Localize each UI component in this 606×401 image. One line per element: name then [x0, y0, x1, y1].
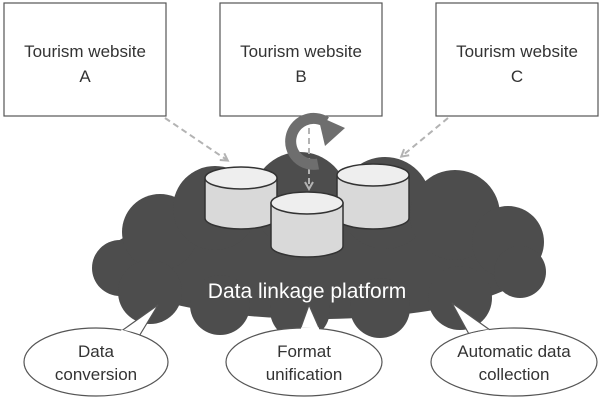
source-box-b: Tourism website B	[219, 2, 383, 117]
source-b-name: Tourism website	[240, 42, 362, 61]
arrow-a-to-db	[164, 117, 227, 160]
source-c-name: Tourism website	[456, 42, 578, 61]
source-b-letter: B	[295, 67, 306, 86]
database-center	[270, 191, 344, 258]
cycle-arrow-icon	[285, 112, 345, 170]
function-2-line1: Format	[277, 342, 331, 361]
source-a-name: Tourism website	[24, 42, 146, 61]
function-bubble-automatic-data-collection: Automatic data collection	[430, 302, 598, 397]
platform-label: Data linkage platform	[208, 280, 406, 303]
source-box-a: Tourism website A	[3, 2, 167, 117]
database-left	[204, 166, 278, 230]
database-right	[336, 163, 410, 230]
arrow-c-to-db	[402, 117, 449, 156]
source-box-c: Tourism website C	[435, 2, 599, 117]
function-1-line2: conversion	[55, 365, 137, 384]
function-3-line1: Automatic data	[457, 342, 571, 361]
function-bubble-data-conversion: Data conversion	[23, 304, 169, 397]
source-c-letter: C	[511, 67, 523, 86]
function-3-line2: collection	[479, 365, 550, 384]
function-1-line1: Data	[78, 342, 114, 361]
source-a-letter: A	[79, 67, 91, 86]
function-2-line2: unification	[266, 365, 343, 384]
function-bubble-format-unification: Format unification	[225, 304, 383, 397]
